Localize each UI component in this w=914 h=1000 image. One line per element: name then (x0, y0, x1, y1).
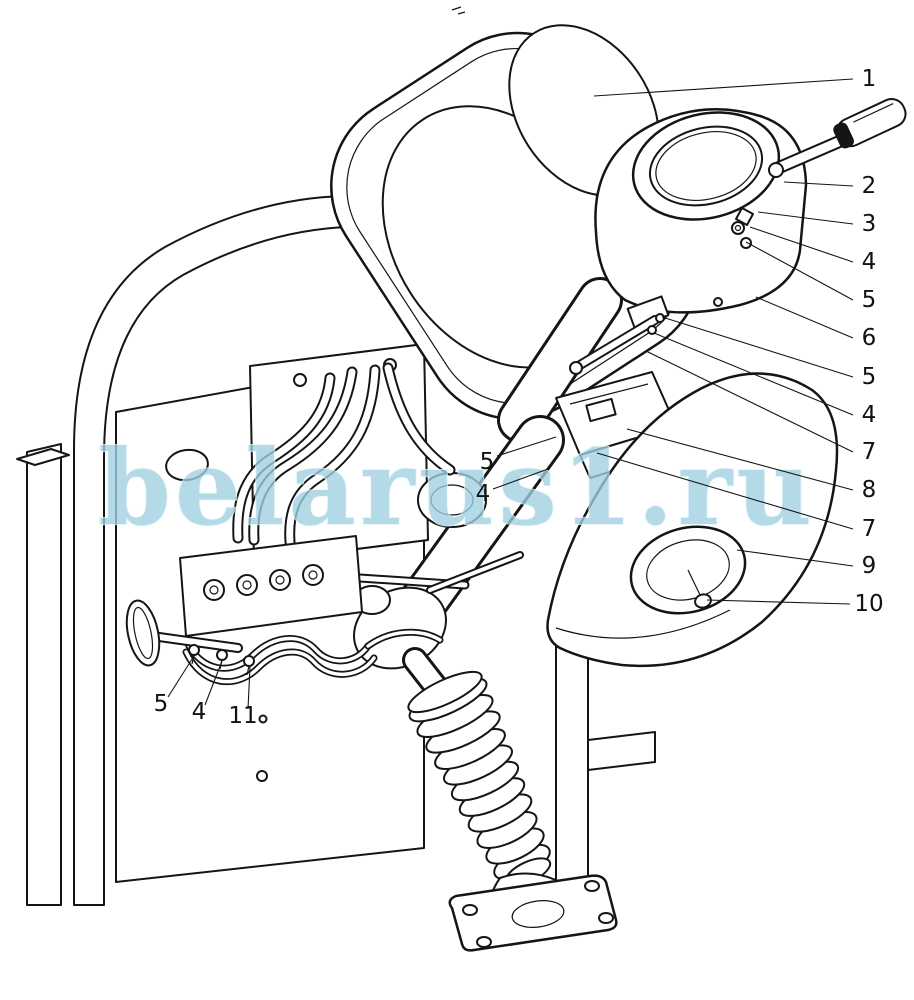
callout-label-8: 8 (862, 477, 877, 503)
leader-line-2 (783, 181, 854, 187)
steering-bellows (407, 670, 618, 952)
clamp-fasteners (188, 644, 268, 724)
clamp-nut (243, 655, 255, 667)
plug-knob (694, 593, 712, 609)
leader-line-1 (593, 78, 854, 97)
screw (731, 221, 745, 235)
column-ring-bore (430, 484, 474, 516)
callout-label-3: 3 (862, 211, 877, 237)
leader-line-3 (757, 211, 854, 225)
lower-panel-shell (546, 372, 839, 668)
flange-hole (584, 880, 600, 892)
leader-line-5 (167, 655, 195, 698)
clamp-bolt (216, 649, 228, 661)
callout-label-7: 7 (862, 439, 877, 465)
callout-label-10: 10 (854, 591, 883, 617)
bracket-edge (569, 383, 649, 405)
cap-ring-bore (655, 131, 757, 201)
leader-line-7 (645, 350, 854, 453)
leader-line-9 (736, 549, 854, 567)
callout-label-9: 9 (862, 553, 877, 579)
callout-label-1: 1 (862, 66, 877, 92)
floor-flange (448, 874, 618, 952)
lever-pivot-ball (768, 162, 784, 178)
lower-panel-crease (555, 609, 731, 639)
leader-line-5 (745, 241, 854, 301)
callout-label-6: 6 (862, 325, 877, 351)
stalk-lever-face (577, 317, 658, 368)
leader-line-4 (492, 468, 549, 490)
small-washer (258, 714, 268, 724)
upper-column-tube-face (500, 280, 620, 440)
valve-ports (203, 564, 324, 601)
lever-grip-line (853, 102, 894, 123)
handle-grip-line (132, 606, 154, 660)
callout-label-5: 5 (862, 364, 877, 390)
lever-handle (833, 97, 907, 149)
frame-left-post (26, 443, 62, 906)
leader-line-8 (626, 428, 854, 491)
cab-frame (16, 192, 656, 906)
stalk-knob (569, 361, 583, 375)
flange-hole (462, 904, 478, 916)
stalk-screw (655, 313, 665, 323)
leader-line-7 (596, 452, 854, 530)
lever-grip-band (833, 122, 854, 149)
handle-grip (125, 599, 161, 667)
watermark: belarus1.ru (98, 426, 816, 549)
frame-bottom-rail (587, 731, 656, 771)
control-handle (125, 599, 243, 667)
callout-label-4: 4 (192, 699, 207, 725)
clamp-stem (246, 665, 250, 676)
bracket-clip (585, 397, 617, 423)
instrument-cluster (569, 97, 907, 375)
cap-stem (687, 569, 702, 598)
panel-oval-hole (165, 448, 209, 482)
boot-clamp (407, 670, 483, 714)
cap-fasteners (713, 207, 754, 307)
handle-shaft-face (149, 633, 241, 651)
callout-label-4: 4 (862, 249, 877, 275)
leader-line-4 (204, 660, 223, 706)
screw-slot (734, 224, 742, 232)
callout-label-5: 5 (154, 691, 169, 717)
cap-ring-mid (648, 125, 764, 207)
stray-mark (451, 6, 466, 15)
callout-label-4: 4 (862, 402, 877, 428)
leader-line-5 (496, 436, 557, 457)
leader-line-4 (749, 226, 854, 263)
leader-line-6 (755, 296, 854, 339)
switch-stalk (569, 295, 670, 375)
leader-line-11 (247, 666, 251, 710)
leader-line-5 (661, 316, 854, 378)
hydraulic-unit (125, 362, 456, 724)
leader-line-4 (653, 332, 854, 416)
hoses (232, 362, 456, 548)
retainer-clip (735, 207, 754, 226)
steering-column (340, 277, 623, 705)
lower-cowl-panel (546, 372, 839, 668)
clamp-washer (188, 644, 200, 656)
leader-line-10 (706, 599, 851, 605)
frame-left-post-cap (16, 448, 70, 466)
stalk-screw (647, 325, 657, 335)
callout-label-5: 5 (862, 287, 877, 313)
link-rod-face (428, 553, 522, 592)
washer (740, 237, 752, 249)
housing-screw (713, 297, 723, 307)
callout-label-2: 2 (862, 173, 877, 199)
callout-label-5: 5 (480, 449, 495, 475)
mounting-plate-bolt (293, 373, 307, 387)
flange-hole (476, 936, 492, 948)
callout-label-4: 4 (476, 481, 491, 507)
callout-label-11: 11 (228, 703, 257, 729)
flange-hole (598, 912, 614, 924)
callout-label-7: 7 (862, 516, 877, 542)
flange-bore (511, 900, 565, 928)
